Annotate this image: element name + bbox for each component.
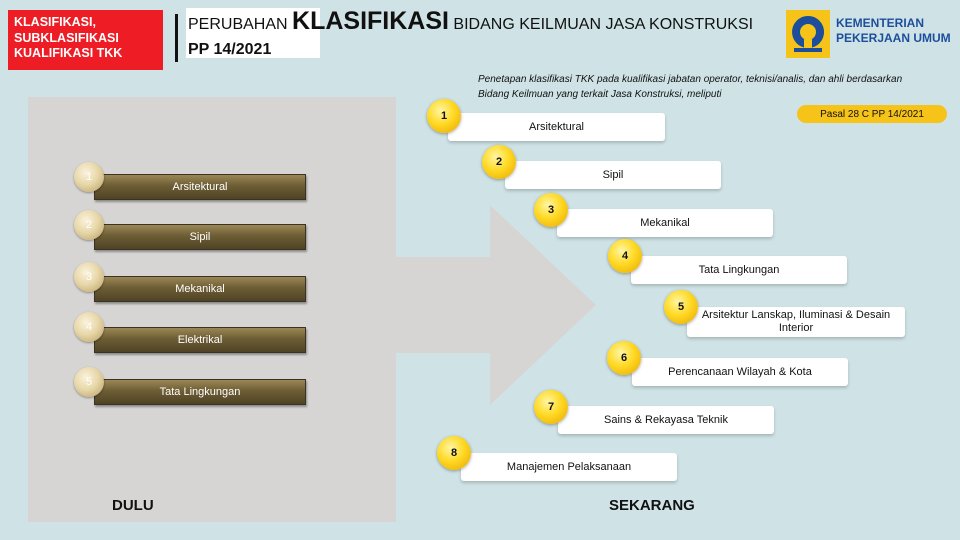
old-item-number-text: 3 xyxy=(85,271,93,283)
old-item-label: Sipil xyxy=(189,231,211,243)
new-item-label: Tata Lingkungan xyxy=(698,263,780,276)
old-item-label: Elektrikal xyxy=(177,334,223,346)
new-item-number-text: 8 xyxy=(450,447,458,459)
old-item-number: 3 xyxy=(74,262,104,292)
new-item-bar: Sains & Rekayasa Teknik xyxy=(558,406,774,434)
old-item-number-text: 2 xyxy=(85,219,93,231)
new-item-number: 3 xyxy=(534,193,568,227)
old-item-number: 2 xyxy=(74,210,104,240)
old-item-number: 1 xyxy=(74,162,104,192)
old-item-bar: Sipil xyxy=(94,224,306,250)
new-item-bar: Perencanaan Wilayah & Kota xyxy=(632,358,848,386)
section-tag-line-1: KLASIFIKASI, xyxy=(14,15,96,29)
new-item-number-text: 5 xyxy=(677,301,685,313)
page-title: PERUBAHAN KLASIFIKASI BIDANG KEILMUAN JA… xyxy=(188,9,753,62)
new-item-bar: Arsitektur Lanskap, Iluminasi & Desain I… xyxy=(687,307,905,337)
ministry-name-line-2: PEKERJAAN UMUM xyxy=(836,31,951,45)
after-label: SEKARANG xyxy=(609,497,695,514)
title-line-2: PP 14/2021 xyxy=(188,41,272,58)
section-tag-line-2: SUBKLASIFIKASI xyxy=(14,30,119,45)
new-item-number: 6 xyxy=(607,341,641,375)
new-item-number: 2 xyxy=(482,145,516,179)
new-item-bar: Mekanikal xyxy=(557,209,773,237)
old-item-bar: Arsitektural xyxy=(94,174,306,200)
classification-description: Penetapan klasifikasi TKK pada kualifika… xyxy=(478,74,903,100)
transition-arrow xyxy=(396,205,596,405)
new-item-bar: Sipil xyxy=(505,161,721,189)
old-item-bar: Mekanikal xyxy=(94,276,306,302)
section-tag: KLASIFIKASI, SUBKLASIFIKASI KUALIFIKASI … xyxy=(8,10,163,70)
new-item-label: Sains & Rekayasa Teknik xyxy=(604,413,728,426)
new-item-number: 4 xyxy=(608,239,642,273)
before-panel xyxy=(28,97,396,522)
title-part-3: BIDANG KEILMUAN JASA KONSTRUKSI xyxy=(448,16,754,33)
new-item-number-text: 4 xyxy=(621,250,629,262)
title-backdrop xyxy=(186,8,320,58)
new-item-label: Sipil xyxy=(602,168,624,181)
new-item-number: 5 xyxy=(664,290,698,324)
title-divider xyxy=(175,14,178,62)
old-item-number-text: 5 xyxy=(85,376,93,388)
regulation-badge: Pasal 28 C PP 14/2021 xyxy=(797,105,947,123)
old-item-label: Arsitektural xyxy=(172,181,228,193)
new-item-label: Perencanaan Wilayah & Kota xyxy=(668,365,812,378)
title-part-2: KLASIFIKASI xyxy=(292,7,449,35)
old-item-number-text: 4 xyxy=(85,321,93,333)
new-item-number: 1 xyxy=(427,99,461,133)
new-item-number: 8 xyxy=(437,436,471,470)
new-item-number-text: 3 xyxy=(547,204,555,216)
old-item-bar: Tata Lingkungan xyxy=(94,379,306,405)
old-item-label: Mekanikal xyxy=(175,283,225,295)
new-item-label: Manajemen Pelaksanaan xyxy=(506,460,632,473)
new-item-number: 7 xyxy=(534,390,568,424)
new-item-bar: Manajemen Pelaksanaan xyxy=(461,453,677,481)
new-item-number-text: 6 xyxy=(620,352,628,364)
new-item-number-text: 1 xyxy=(440,110,448,122)
ministry-logo-icon xyxy=(786,10,830,58)
old-item-label: Tata Lingkungan xyxy=(159,386,241,398)
old-item-bar: Elektrikal xyxy=(94,327,306,353)
old-item-number-text: 1 xyxy=(85,171,93,183)
new-item-number-text: 7 xyxy=(547,401,555,413)
ministry-name: KEMENTERIAN PEKERJAAN UMUM xyxy=(836,16,951,46)
new-item-number-text: 2 xyxy=(495,156,503,168)
new-item-label: Arsitektural xyxy=(528,120,585,133)
new-item-label: Mekanikal xyxy=(640,216,690,229)
before-label: DULU xyxy=(112,497,154,514)
title-part-1: PERUBAHAN xyxy=(188,16,293,33)
new-item-bar: Tata Lingkungan xyxy=(631,256,847,284)
new-item-label: Arsitektur Lanskap, Iluminasi & Desain I… xyxy=(701,309,891,334)
new-item-bar: Arsitektural xyxy=(448,113,665,141)
old-item-number: 4 xyxy=(74,312,104,342)
old-item-number: 5 xyxy=(74,367,104,397)
section-tag-line-3: KUALIFIKASI TKK xyxy=(14,46,123,60)
ministry-name-line-1: KEMENTERIAN xyxy=(836,16,925,30)
